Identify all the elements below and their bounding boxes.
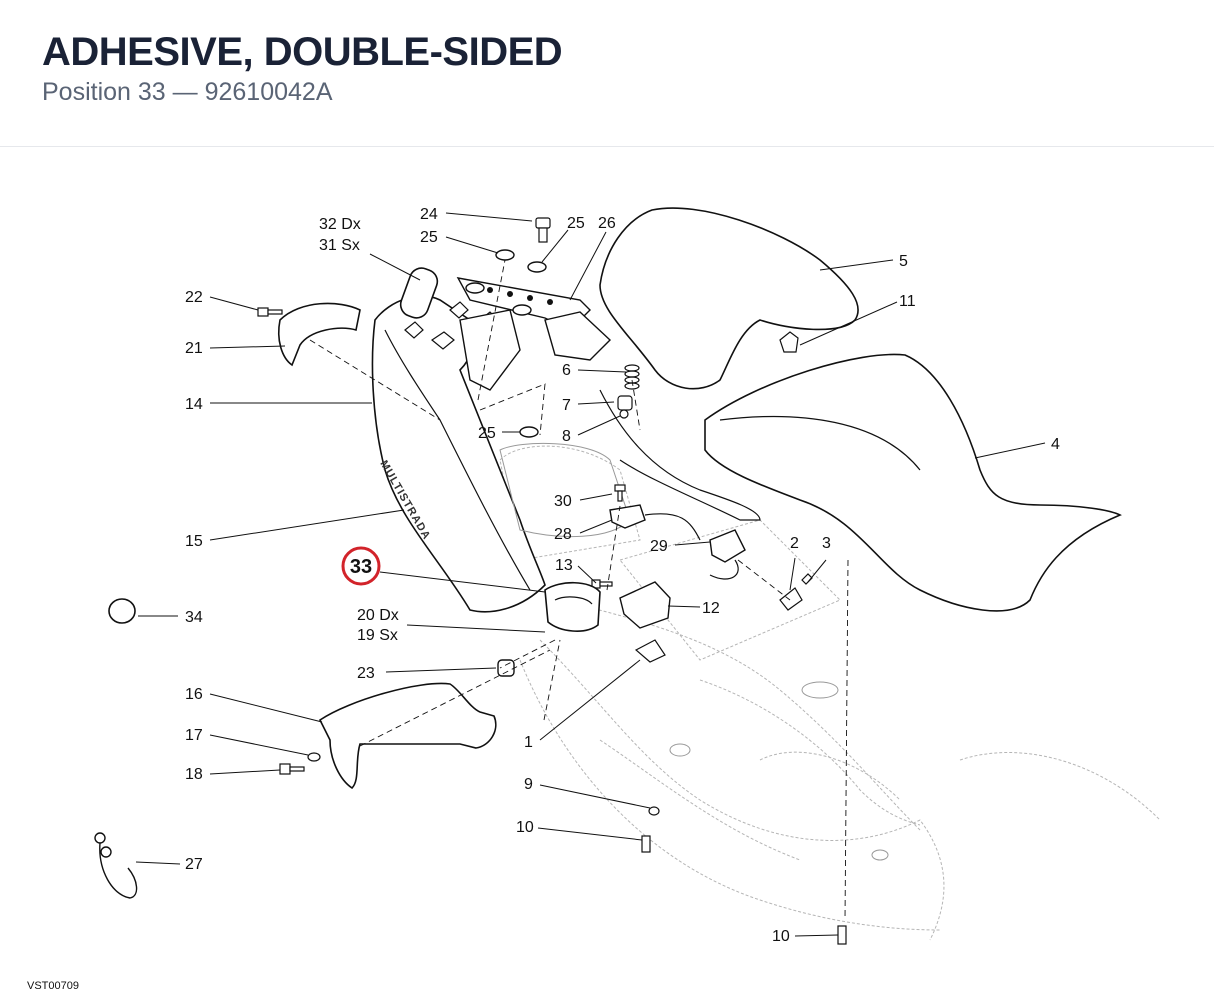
callout: 21 (185, 340, 203, 357)
callout: 25 (567, 215, 585, 232)
callout: 12 (702, 600, 720, 617)
grab-handle (399, 267, 439, 319)
callout: 25 (420, 229, 438, 246)
tail-cover-edge (384, 329, 531, 591)
callout: 27 (185, 856, 203, 873)
callout: 2 (790, 535, 799, 552)
frame-background (499, 445, 1161, 941)
callout: 13 (555, 557, 573, 574)
washer-25 (519, 426, 539, 438)
screw-22 (257, 307, 283, 317)
screw-10 (641, 835, 651, 853)
callout: 5 (899, 253, 908, 270)
screw-3 (801, 573, 813, 585)
rack-slots (487, 287, 553, 305)
adhesive-detail (554, 596, 593, 605)
diagram-code: VST00709 (27, 980, 79, 992)
tail-cover (371, 295, 546, 613)
actuator-29 (709, 529, 746, 563)
callout: 1 (524, 734, 533, 751)
callout: 32 Dx (319, 216, 361, 233)
grab-rail-21 (277, 302, 361, 367)
callout: 22 (185, 289, 203, 306)
callout: 3 (822, 535, 831, 552)
front-seat (704, 353, 1122, 612)
washer (465, 282, 485, 294)
lock-28 (609, 504, 646, 529)
frame-hole (669, 743, 691, 757)
callout: 17 (185, 727, 203, 744)
bracket-12 (619, 581, 671, 629)
exploded-parts-diagram: MULTISTRADA (0, 147, 1214, 1003)
washer-25 (495, 249, 515, 261)
cable-27 (94, 832, 138, 899)
callout: 28 (554, 526, 572, 543)
callout: 8 (562, 428, 571, 445)
callout: 19 Sx (357, 627, 398, 644)
callout: 4 (1051, 436, 1060, 453)
callout: 20 Dx (357, 607, 399, 624)
leader-lines (135, 212, 1046, 937)
callout: 29 (650, 538, 668, 555)
cap-34 (108, 598, 136, 624)
seat-support (599, 389, 761, 521)
callout: 24 (420, 206, 438, 223)
page-header: ADHESIVE, DOUBLE-SIDED Position 33 — 926… (0, 0, 1214, 147)
bush-7 (617, 395, 633, 411)
nut-8 (619, 409, 629, 419)
seat-seam (719, 415, 921, 471)
callout: 18 (185, 766, 203, 783)
callout: 26 (598, 215, 616, 232)
inner-bracket (459, 309, 521, 391)
callout: 15 (185, 533, 203, 550)
callout: 10 (772, 928, 790, 945)
rear-seat (599, 207, 859, 390)
spring-6 (624, 364, 640, 390)
screw-10-lower (837, 925, 847, 945)
callout: 34 (185, 609, 203, 626)
callout: 25 (478, 425, 496, 442)
actuator-cable (709, 559, 739, 580)
washer (512, 304, 532, 316)
callout: 14 (185, 396, 203, 413)
page-title: ADHESIVE, DOUBLE-SIDED (42, 30, 563, 74)
callout: 11 (899, 293, 916, 310)
clip-2 (779, 587, 803, 611)
callout: 16 (185, 686, 203, 703)
callout: 9 (524, 776, 533, 793)
seat-pin-11 (779, 331, 799, 353)
washer-17 (307, 752, 321, 762)
callout: 7 (562, 397, 571, 414)
hook-1 (634, 639, 666, 663)
callout: 6 (562, 362, 571, 379)
frame-hole (801, 681, 839, 699)
washer-25 (527, 261, 547, 273)
screw-18 (279, 763, 305, 775)
highlight-label: 33 (350, 556, 372, 578)
washer-9 (648, 806, 660, 816)
callout: 31 Sx (319, 237, 360, 254)
lock-cable (644, 513, 701, 541)
bracket-16 (318, 682, 497, 790)
bolt-24 (535, 217, 551, 243)
callout: 10 (516, 819, 534, 836)
callout: 23 (357, 665, 375, 682)
highlight-circle (341, 546, 381, 586)
adhesive-33-part (544, 581, 601, 632)
assembly-lines (309, 259, 849, 921)
frame-hole (871, 849, 889, 861)
rear-bracket (544, 311, 612, 361)
screw-30 (614, 484, 626, 502)
callout-labels: 24 25 25 26 32 Dx 31 Sx 22 21 14 15 5 11… (185, 206, 1060, 945)
callout: 30 (554, 493, 572, 510)
part-subtitle: Position 33 — 92610042A (42, 78, 333, 106)
